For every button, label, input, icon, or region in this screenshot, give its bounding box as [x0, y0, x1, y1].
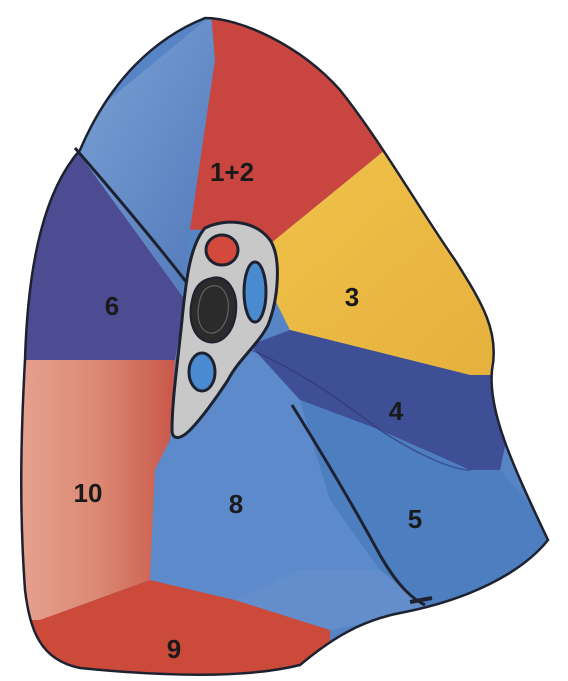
segment-label-10: 10	[74, 478, 103, 508]
pulmonary-artery	[206, 235, 238, 265]
segment-label-5: 5	[408, 504, 422, 534]
segment-label-1-2: 1+2	[210, 157, 254, 187]
segment-label-3: 3	[345, 282, 359, 312]
superior-pulmonary-vein	[244, 262, 266, 322]
segment-label-4: 4	[389, 396, 404, 426]
inferior-pulmonary-vein	[189, 353, 215, 391]
segment-label-9: 9	[167, 634, 181, 664]
segment-label-8: 8	[229, 489, 243, 519]
segment-label-6: 6	[105, 291, 119, 321]
